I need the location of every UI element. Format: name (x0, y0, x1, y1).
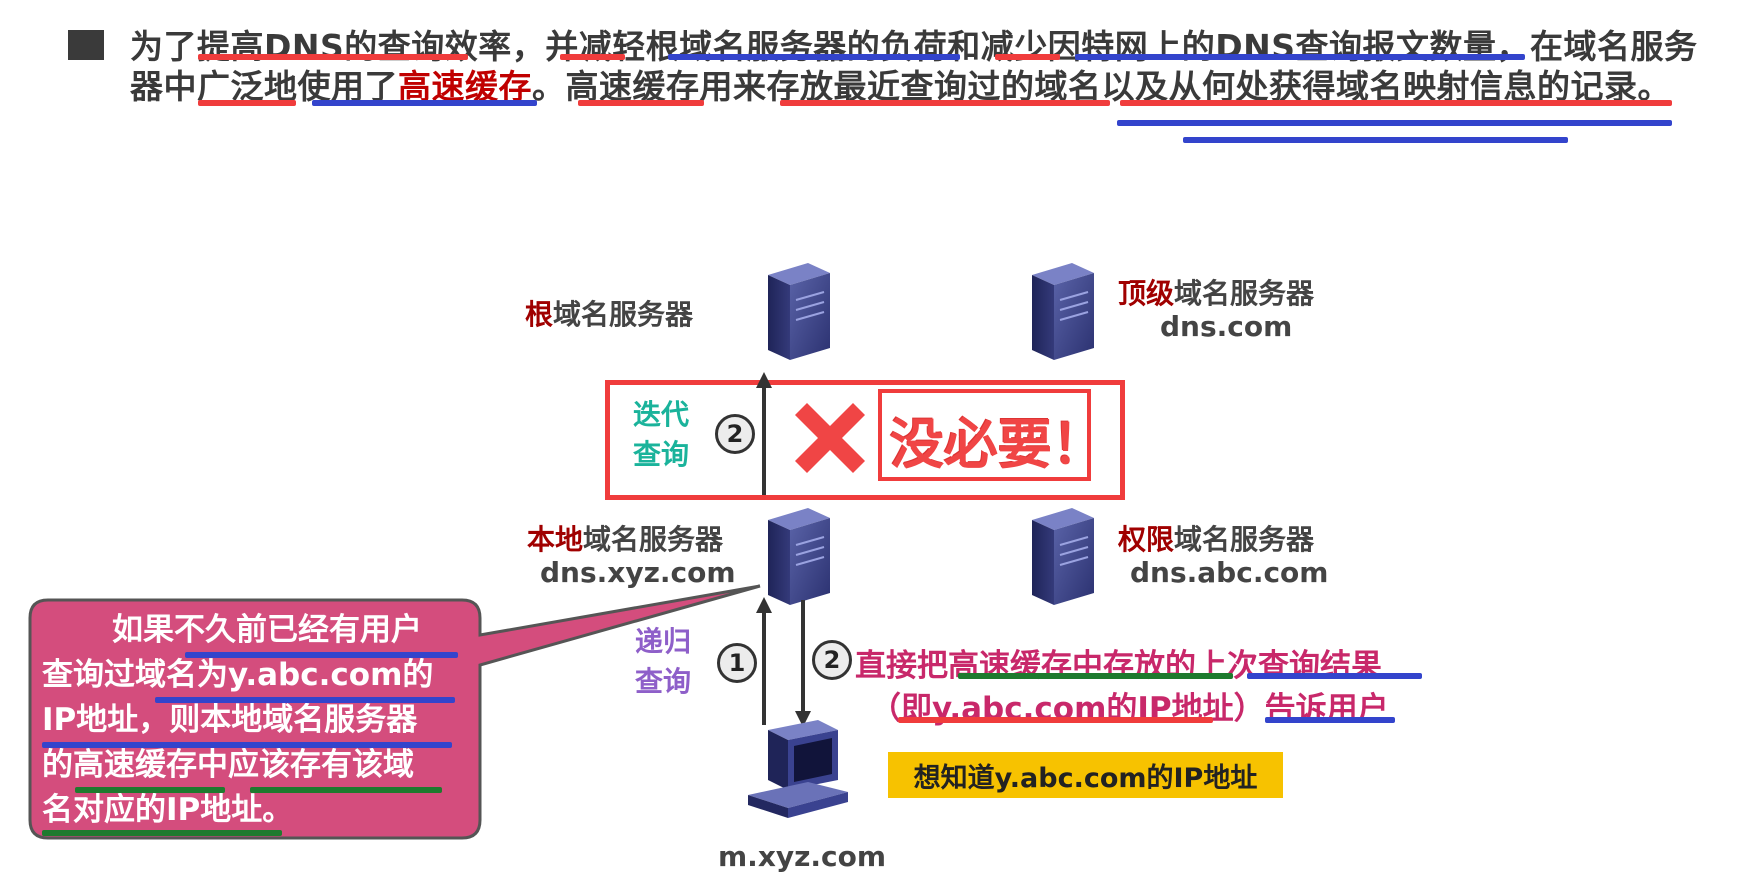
underline (198, 54, 468, 60)
step-badge: 2 (812, 640, 852, 680)
underline (958, 673, 1233, 679)
underline (560, 54, 625, 60)
server-icon (768, 508, 830, 605)
computer-icon (748, 720, 848, 818)
underline (1265, 717, 1395, 723)
callout-line-3: IP地址，则本地域名服务器 (42, 702, 418, 738)
underline (578, 100, 704, 106)
not-needed-text: 没必要！ (890, 413, 1106, 476)
underline (898, 717, 1213, 723)
underline (1117, 120, 1672, 126)
callout-line-1: 如果不久前已经有用户 (112, 612, 422, 648)
underline (185, 652, 458, 658)
underline (1183, 137, 1568, 143)
local-domain: dns.xyz.com (540, 556, 736, 589)
underline (1120, 100, 1672, 106)
underline (155, 697, 455, 703)
iterative-box (605, 380, 1125, 500)
client-domain: m.xyz.com (718, 840, 887, 873)
server-icon (1032, 263, 1094, 360)
intro-line-2: 器中广泛地使用了高速缓存。高速缓存用来存放最近查询过的域名以及从何处获得域名映射… (130, 67, 1671, 106)
client-question: 想知道y.abc.com的IP地址 (888, 752, 1283, 798)
server-icon (1032, 508, 1094, 605)
underline (42, 742, 452, 748)
root-server-label: 根域名服务器 (525, 298, 694, 331)
underline (995, 54, 1060, 60)
recursive-arrows (756, 597, 811, 727)
underline (75, 787, 225, 793)
intro-highlight-cache: 高速缓存 (398, 67, 532, 106)
cross-icon (795, 403, 865, 473)
tld-domain: dns.com (1160, 310, 1293, 343)
underline (250, 787, 442, 793)
auth-server-label: 权限域名服务器 (1118, 523, 1315, 556)
iterative-label: 迭代查询 (633, 398, 690, 471)
local-server-label: 本地域名服务器 (527, 523, 724, 556)
server-icon (768, 263, 830, 360)
underline (198, 100, 296, 106)
underline (780, 100, 1110, 106)
recursive-label: 递归查询 (635, 625, 692, 698)
underline (1247, 673, 1422, 679)
callout-line-2: 查询过域名为y.abc.com的 (42, 657, 434, 693)
callout-line-5: 名对应的IP地址。 (42, 792, 294, 828)
arrow-up (756, 372, 772, 495)
underline (668, 54, 960, 60)
underline (312, 100, 537, 106)
not-needed-box (878, 389, 1091, 481)
tld-server-label: 顶级域名服务器 (1118, 277, 1315, 310)
underline (1075, 54, 1525, 60)
auth-domain: dns.abc.com (1130, 556, 1329, 589)
bullet-square (68, 30, 104, 60)
step-badge: 2 (715, 414, 755, 454)
callout-line-4: 的高速缓存中应该存有该域 (42, 747, 414, 783)
step-badge: 1 (717, 643, 757, 683)
underline (42, 830, 282, 836)
